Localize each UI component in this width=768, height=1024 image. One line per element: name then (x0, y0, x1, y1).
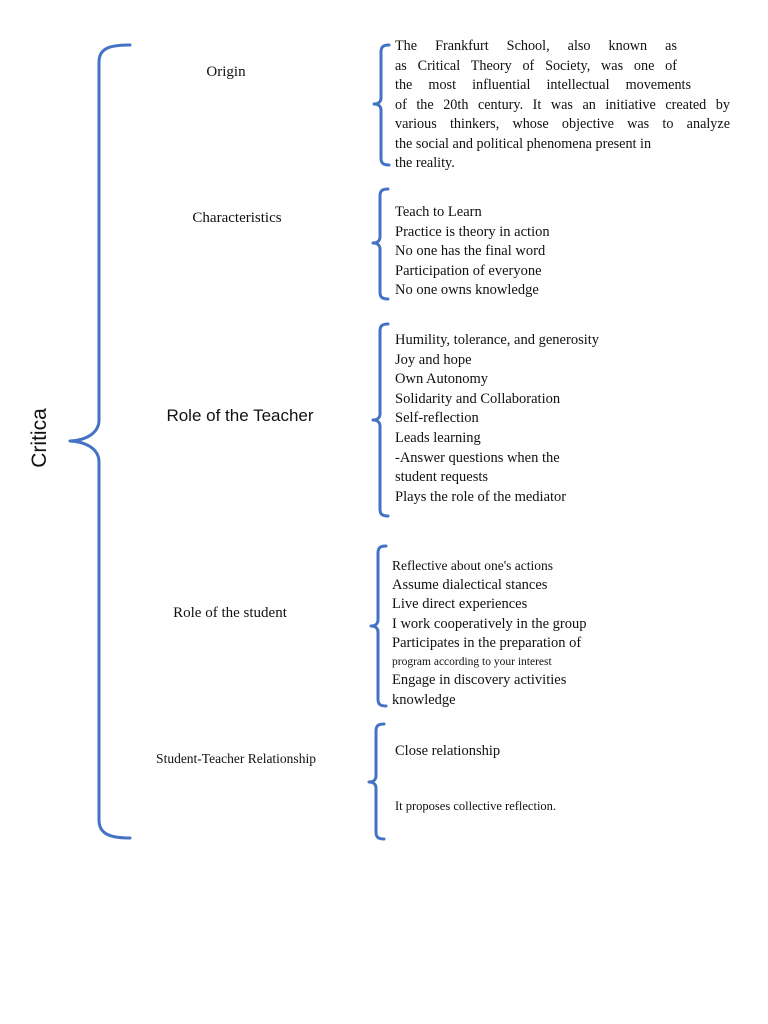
origin-line: as Critical Theory of Society, was one o… (395, 57, 677, 74)
list-item: Participates in the preparation of (392, 635, 582, 652)
list-item: Engage in discovery activities (392, 671, 567, 688)
category-label-role-of-teacher: Role of the Teacher (166, 406, 314, 425)
relationship-item: Close relationship (395, 743, 501, 759)
category-label-student-teacher-relationship: Student-Teacher Relationship (156, 751, 316, 766)
list-item: Leads learning (395, 429, 481, 446)
origin-line: the social and political phenomena prese… (395, 135, 652, 152)
list-item: Solidarity and Collaboration (395, 390, 561, 407)
category-label-characteristics: Characteristics (192, 210, 282, 226)
list-item: Own Autonomy (395, 371, 489, 388)
teacher-role-list: Humility, tolerance, and generosity Joy … (395, 331, 599, 507)
category-label-role-of-student: Role of the student (173, 605, 287, 621)
origin-line: of the 20th century. It was an initiativ… (395, 96, 730, 113)
list-item: Joy and hope (395, 351, 472, 368)
origin-brace (372, 43, 391, 167)
origin-line: the most influential intellectual moveme… (395, 77, 691, 93)
list-item: No one has the final word (395, 243, 546, 260)
list-item: Live direct experiences (392, 596, 528, 613)
relationship-item: It proposes collective reflection. (395, 799, 557, 813)
list-item: Teach to Learn (395, 204, 482, 220)
origin-description: The Frankfurt School, also known as as C… (395, 37, 730, 174)
list-item: Assume dialectical stances (392, 576, 548, 593)
student-brace (369, 544, 388, 708)
relationship-brace (367, 722, 386, 841)
list-item: I work cooperatively in the group (392, 615, 587, 632)
student-role-list: Reflective about one's actions Assume di… (392, 556, 586, 710)
list-item: program according to your interest (392, 655, 552, 668)
root-label: Critica (28, 408, 51, 468)
category-label-origin: Origin (206, 64, 246, 80)
characteristics-brace (371, 187, 390, 301)
list-item: Plays the role of the mediator (395, 488, 567, 505)
list-item: Self-reflection (395, 410, 479, 427)
root-brace (68, 43, 132, 840)
origin-line: the reality. (395, 155, 455, 171)
list-item: Practice is theory in action (395, 223, 550, 240)
origin-line: The Frankfurt School, also known as (395, 38, 677, 54)
list-item: Participation of everyone (395, 262, 542, 279)
list-item: knowledge (392, 691, 456, 708)
teacher-brace (371, 322, 390, 518)
list-item: Reflective about one's actions (392, 558, 554, 573)
list-item: student requests (395, 469, 489, 486)
characteristics-list: Teach to Learn Practice is theory in act… (395, 203, 550, 301)
list-item: Humility, tolerance, and generosity (395, 332, 600, 348)
list-item: -Answer questions when the (395, 449, 560, 466)
brace-group (68, 43, 391, 841)
list-item: No one owns knowledge (395, 282, 539, 299)
origin-line: various thinkers, whose objective was to… (395, 116, 730, 132)
